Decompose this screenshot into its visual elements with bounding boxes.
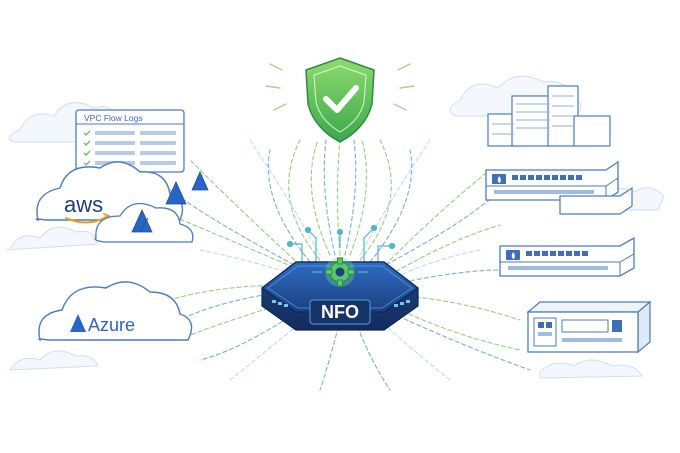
aws-label: aws xyxy=(64,192,103,217)
azure-label: Azure xyxy=(88,315,135,335)
firewall-1 xyxy=(485,160,633,215)
aws-smile-icon xyxy=(65,215,109,224)
azure-a-icon xyxy=(131,209,153,233)
firewall-2 xyxy=(499,236,635,277)
azure-small-cloud xyxy=(94,202,194,243)
gear-icon xyxy=(312,257,368,287)
hub-label: NFO xyxy=(321,302,359,322)
azure-mark-top xyxy=(165,171,209,205)
flame-icon xyxy=(497,176,501,183)
server-appliance-icon xyxy=(526,300,652,354)
azure-cloud: Azure xyxy=(38,281,193,342)
bottom-clouds xyxy=(9,350,643,379)
log-panel-title: VPC Flow Logs xyxy=(84,113,143,123)
shield-rays xyxy=(265,63,415,111)
shield-check-icon xyxy=(305,57,375,143)
log-list-icon: VPC Flow Logs xyxy=(75,109,185,173)
buildings-icon xyxy=(487,85,611,147)
azure-a-icon xyxy=(70,314,86,332)
circuit-traces xyxy=(286,224,396,264)
flame-icon xyxy=(511,252,515,259)
nfo-hub: NFO xyxy=(260,261,420,331)
